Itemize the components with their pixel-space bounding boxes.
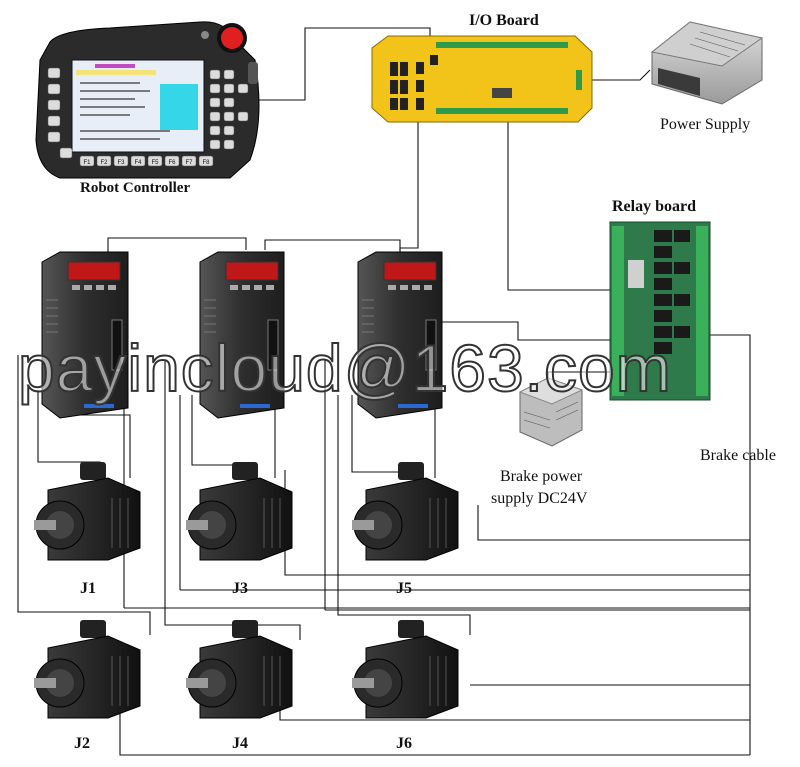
wire-drive3-relay — [438, 321, 612, 341]
brake-power-label-line1: Brake power — [500, 468, 583, 485]
pendant-key-f1 — [79, 155, 95, 167]
pendant-key-f2 — [96, 155, 112, 167]
brake-cable-label: Brake cable — [700, 447, 776, 464]
watermark-text: payincloud@163.com — [17, 330, 672, 406]
relay-board — [609, 221, 711, 401]
wire-drive1-drive2 — [107, 237, 247, 255]
pendant-key-label-f1: F1 — [83, 160, 91, 166]
servo-drive-1 — [41, 251, 129, 419]
servo-motor-j5 — [352, 462, 459, 561]
wire-drive2-drive3 — [264, 239, 401, 258]
pendant-key-label-f6: F6 — [168, 160, 176, 166]
wire-io-power — [580, 69, 651, 81]
servo-drive-3 — [357, 251, 443, 419]
joint-label-j4: J4 — [232, 735, 248, 752]
io-board-label: I/O Board — [469, 12, 539, 29]
io-board — [371, 35, 593, 123]
joint-label-j3: J3 — [232, 580, 248, 597]
pendant-key-f8 — [198, 155, 214, 167]
pendant-key-label-f7: F7 — [185, 160, 193, 166]
servo-motor-j2 — [34, 620, 141, 719]
emergency-stop-icon — [221, 27, 243, 49]
pendant-key-f6 — [164, 155, 180, 167]
pendant-key-label-f3: F3 — [117, 160, 125, 166]
pendant-key-f3 — [113, 155, 129, 167]
servo-motor-j6 — [352, 620, 459, 719]
pendant-key-label-f2: F2 — [100, 160, 108, 166]
robot-controller-pendant — [35, 21, 260, 179]
robot-controller-label: Robot Controller — [80, 180, 191, 196]
pendant-key-f4 — [130, 155, 146, 167]
power-supply-label: Power Supply — [660, 116, 751, 133]
joint-label-j1: J1 — [80, 580, 96, 597]
pendant-key-label-f8: F8 — [202, 160, 210, 166]
servo-motor-j1 — [34, 462, 141, 561]
wire-io-relay — [507, 95, 612, 291]
servo-drive-2 — [199, 251, 285, 419]
joint-label-j2: J2 — [74, 735, 90, 752]
pendant-key-f5 — [147, 155, 163, 167]
servo-motor-j3 — [186, 462, 293, 561]
pendant-function-keys: F1 F2 F3 F4 F5 F6 F7 F8 — [79, 155, 214, 167]
servo-motor-j4 — [186, 620, 293, 719]
power-supply — [650, 21, 764, 105]
joint-label-j6: J6 — [396, 735, 412, 752]
brake-power-supply — [518, 377, 584, 447]
brake-power-label-line2: supply DC24V — [491, 490, 588, 507]
pendant-key-label-f5: F5 — [151, 160, 159, 166]
wire-io-drive3 — [399, 120, 419, 258]
joint-label-j5: J5 — [396, 580, 412, 597]
pendant-key-f7 — [181, 155, 197, 167]
pendant-key-label-f4: F4 — [134, 160, 142, 166]
relay-board-label: Relay board — [612, 198, 696, 215]
